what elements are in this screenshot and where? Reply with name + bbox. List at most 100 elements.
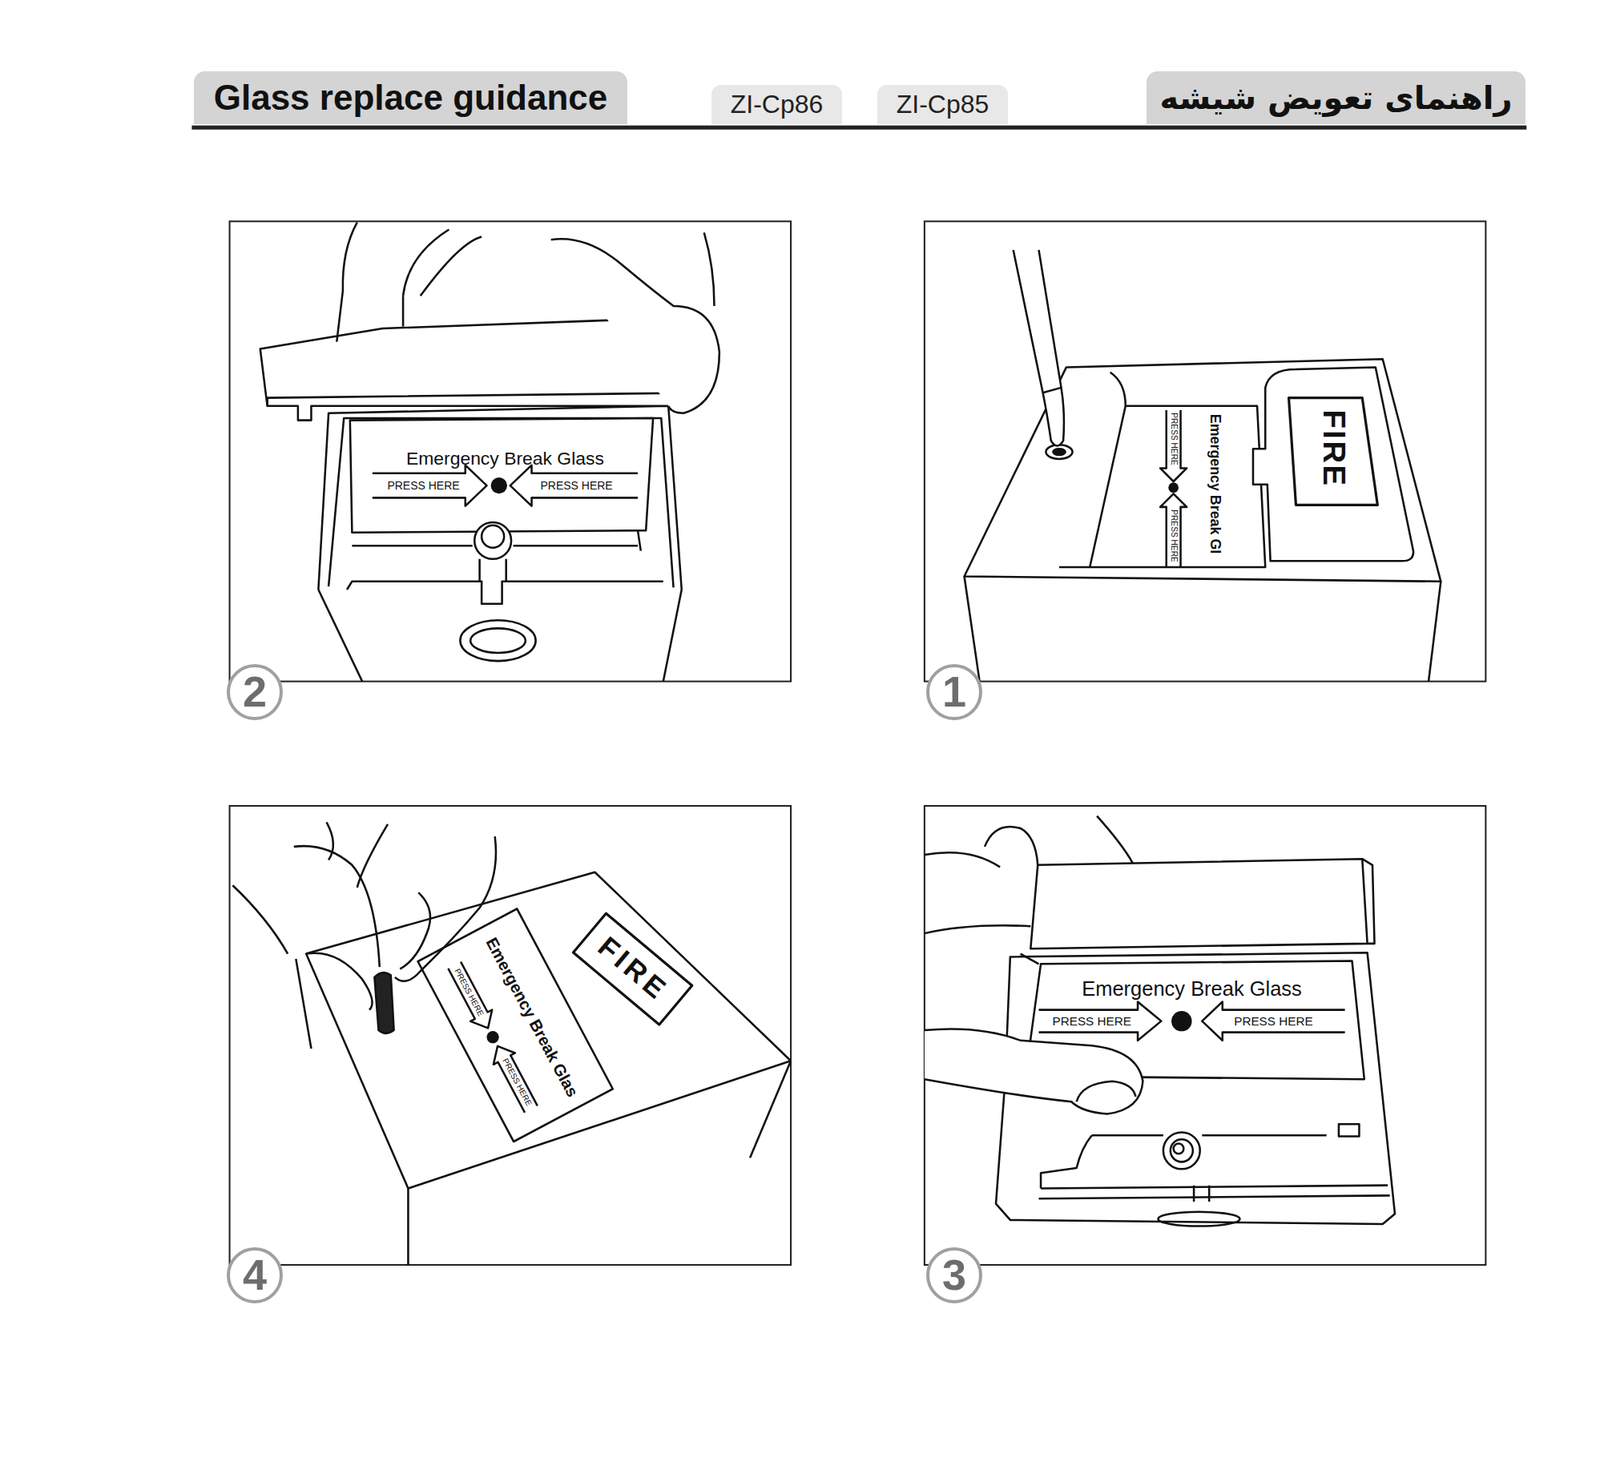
glass-label: Emergency Break Glass <box>1081 979 1302 1000</box>
step-2-drawing <box>260 222 720 682</box>
press-arrow-text: PRESS HERE <box>540 479 613 492</box>
step-3-drawing <box>1163 1132 1201 1169</box>
fire-sign: FIRE <box>592 932 674 1008</box>
step-2-drawing <box>350 418 653 533</box>
step-4-drawing <box>232 822 791 1266</box>
step-4-drawing <box>326 822 334 860</box>
step-1-drawing <box>1253 366 1414 561</box>
step-1-drawing <box>1160 493 1187 568</box>
title-tab: راهنمای تعویض شیشه <box>1146 71 1526 125</box>
step-3-drawing <box>1039 1185 1391 1200</box>
model-tab-text: ZI-Cp86 <box>730 90 824 119</box>
panel-frames <box>229 221 1487 1266</box>
step-1-drawing <box>1059 566 1090 569</box>
fire-sign: FIRE <box>1317 410 1349 488</box>
step-4-drawing <box>399 892 431 970</box>
step-number-text: 3 <box>942 1251 967 1299</box>
step-1-drawing <box>1089 406 1266 568</box>
step-3-drawing <box>924 816 1395 1227</box>
step-2-drawing <box>470 628 526 653</box>
step-2-drawing <box>346 581 664 605</box>
step-3-drawing <box>924 925 1031 934</box>
step-1-drawing <box>964 249 1442 682</box>
step-3-drawing <box>924 826 1038 867</box>
step-1-drawing <box>964 576 1442 682</box>
step-2-drawing <box>328 418 674 588</box>
step-2-drawing <box>372 465 488 507</box>
glass-label: Emergency Break Gl <box>1207 413 1222 553</box>
step-4-drawing <box>484 1028 502 1046</box>
step-3-drawing <box>1020 954 1040 965</box>
header-rule <box>191 125 1527 130</box>
step-1-drawing <box>1289 398 1379 506</box>
step-3-drawing <box>924 1028 1144 1114</box>
press-arrow-text: PRESS HERE <box>1233 1015 1313 1028</box>
panel-frames <box>924 221 1486 682</box>
press-arrow-text: PRESS HERE <box>1052 1015 1132 1028</box>
step-2-drawing <box>491 477 508 494</box>
title-tab-text: Glass replace guidance <box>213 78 609 117</box>
step-3-drawing <box>1092 1134 1327 1137</box>
step-3-drawing <box>1076 1081 1137 1102</box>
step-3-drawing <box>1193 1185 1210 1202</box>
press-arrow-text: PRESS HERE <box>500 1057 533 1109</box>
step-3-drawing <box>1158 1212 1241 1227</box>
step-1-drawing <box>1110 372 1126 407</box>
step-3-drawing <box>1362 858 1375 944</box>
panel-frames <box>924 806 1486 1266</box>
step-4-drawing <box>306 953 373 1011</box>
glass-label: Emergency Break Glas <box>482 935 581 1100</box>
step-4-drawing <box>573 913 693 1025</box>
step-number: 4 <box>226 1247 283 1304</box>
step-1-drawing <box>1052 448 1065 456</box>
step-4-drawing <box>306 872 791 1189</box>
model-tab-text: ZI-Cp85 <box>896 90 990 119</box>
step-3-drawing <box>1039 1001 1162 1040</box>
step-4-drawing <box>487 1040 543 1116</box>
step-3-drawing <box>1338 1124 1359 1137</box>
step-1-drawing <box>964 358 1442 582</box>
model-tab: ZI-Cp86 <box>711 84 843 125</box>
step-3-drawing <box>1030 858 1367 949</box>
step-3-drawing <box>1170 1139 1193 1162</box>
step-4-drawing <box>443 959 500 1035</box>
step-4-drawing <box>394 836 496 982</box>
step-2-drawing <box>459 620 536 661</box>
step-3-drawing <box>1201 1001 1345 1040</box>
step-2-drawing <box>403 229 482 297</box>
press-arrow-text: PRESS HERE <box>452 967 485 1018</box>
step-2-drawing <box>704 232 715 307</box>
step-4-drawing <box>374 972 394 1034</box>
step-2-drawing <box>481 525 504 549</box>
step-1-drawing <box>1045 444 1073 460</box>
step-3-drawing <box>1171 1011 1192 1032</box>
glass-label: Emergency Break Glass <box>406 448 605 468</box>
step-3-drawing <box>1040 1135 1093 1189</box>
title-tab: Glass replace guidance <box>193 71 628 125</box>
step-3-drawing <box>1173 1143 1185 1154</box>
press-arrow-text: PRESS HERE <box>386 479 460 492</box>
step-1-drawing <box>1160 410 1187 482</box>
step-number-text: 2 <box>242 668 267 716</box>
press-arrow-text: PRESS HERE <box>1169 509 1178 563</box>
step-number: 2 <box>226 664 283 721</box>
step-2-drawing <box>510 465 638 507</box>
press-arrow-text: PRESS HERE <box>1169 412 1178 466</box>
panel-frames <box>229 806 791 1266</box>
panel-frames <box>229 221 791 682</box>
step-2-drawing <box>474 522 512 560</box>
step-2-drawing <box>318 406 682 590</box>
step-4-drawing <box>232 885 288 954</box>
header-rule <box>191 125 1527 130</box>
step-4-drawing <box>357 824 388 888</box>
title-tab-text: راهنمای تعویض شیشه <box>1159 80 1512 116</box>
step-2-drawing <box>479 559 507 582</box>
step-4-drawing <box>573 913 693 1025</box>
step-number-text: 1 <box>942 668 967 716</box>
step-1-drawing <box>1013 249 1064 446</box>
step-1-drawing <box>1168 482 1179 493</box>
step-number: 3 <box>926 1247 983 1304</box>
step-number: 1 <box>926 664 983 721</box>
model-tab: ZI-Cp85 <box>877 84 1008 125</box>
